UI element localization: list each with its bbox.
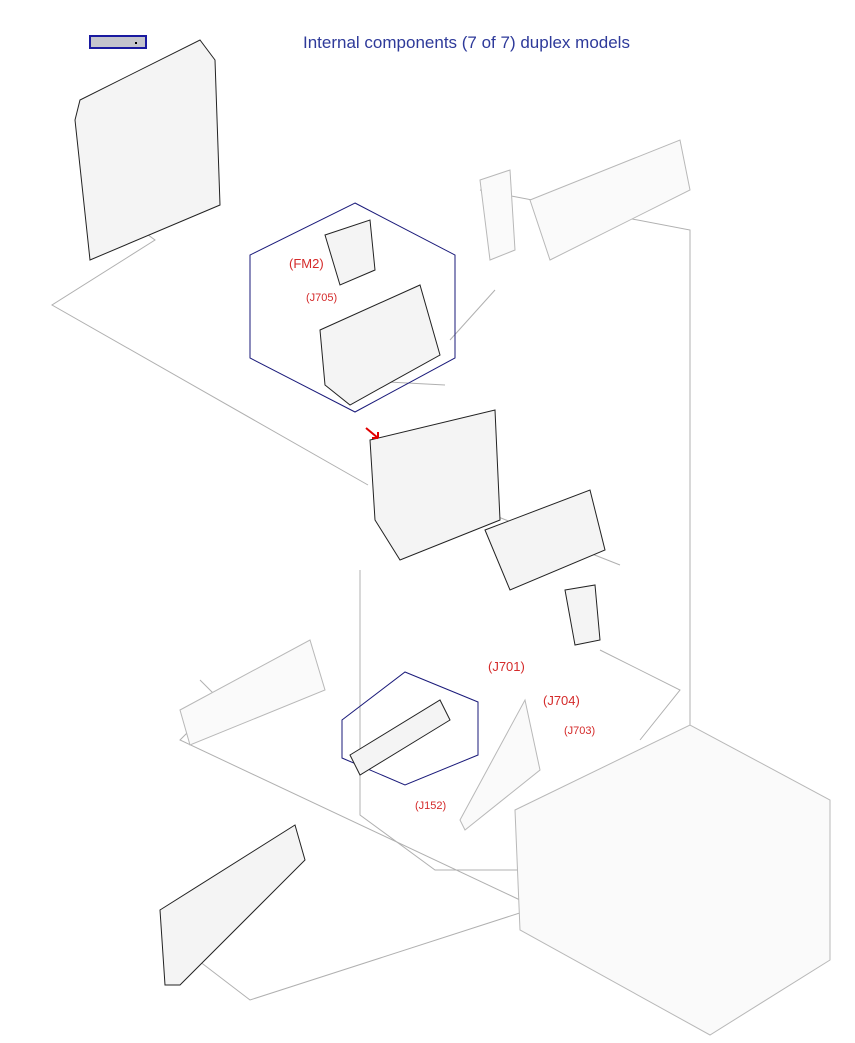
sensor-assembly-group-outline [341, 671, 479, 786]
callout-j152: (J152) [415, 800, 447, 812]
sensor-part [349, 699, 451, 776]
fan-duct-part [319, 284, 441, 406]
bracket-part [479, 169, 516, 261]
side-rail-part [459, 698, 541, 831]
callout-j704: (J704) [543, 693, 580, 708]
red-arrow-icon [365, 427, 379, 439]
previous-page-button[interactable] [89, 35, 147, 49]
callout-j703: (J703) [564, 725, 596, 737]
fuser-part [529, 139, 691, 261]
button-dot [135, 42, 137, 44]
fuser-lower-part [179, 639, 326, 746]
fan-part [324, 219, 376, 286]
callout-j705: (J705) [306, 292, 338, 304]
page-title: Internal components (7 of 7) duplex mode… [303, 33, 630, 52]
duplex-frame-part [369, 409, 501, 561]
duplex-guide-part [484, 489, 606, 591]
callout-j701: (J701) [488, 659, 525, 674]
rear-cover-part [74, 39, 221, 261]
callout-fm2: (FM2) [289, 256, 324, 271]
printer-base-part [514, 724, 831, 1036]
switch-part [564, 584, 601, 646]
fan-assembly-group-outline [249, 202, 456, 413]
lower-guide-part [159, 824, 306, 986]
